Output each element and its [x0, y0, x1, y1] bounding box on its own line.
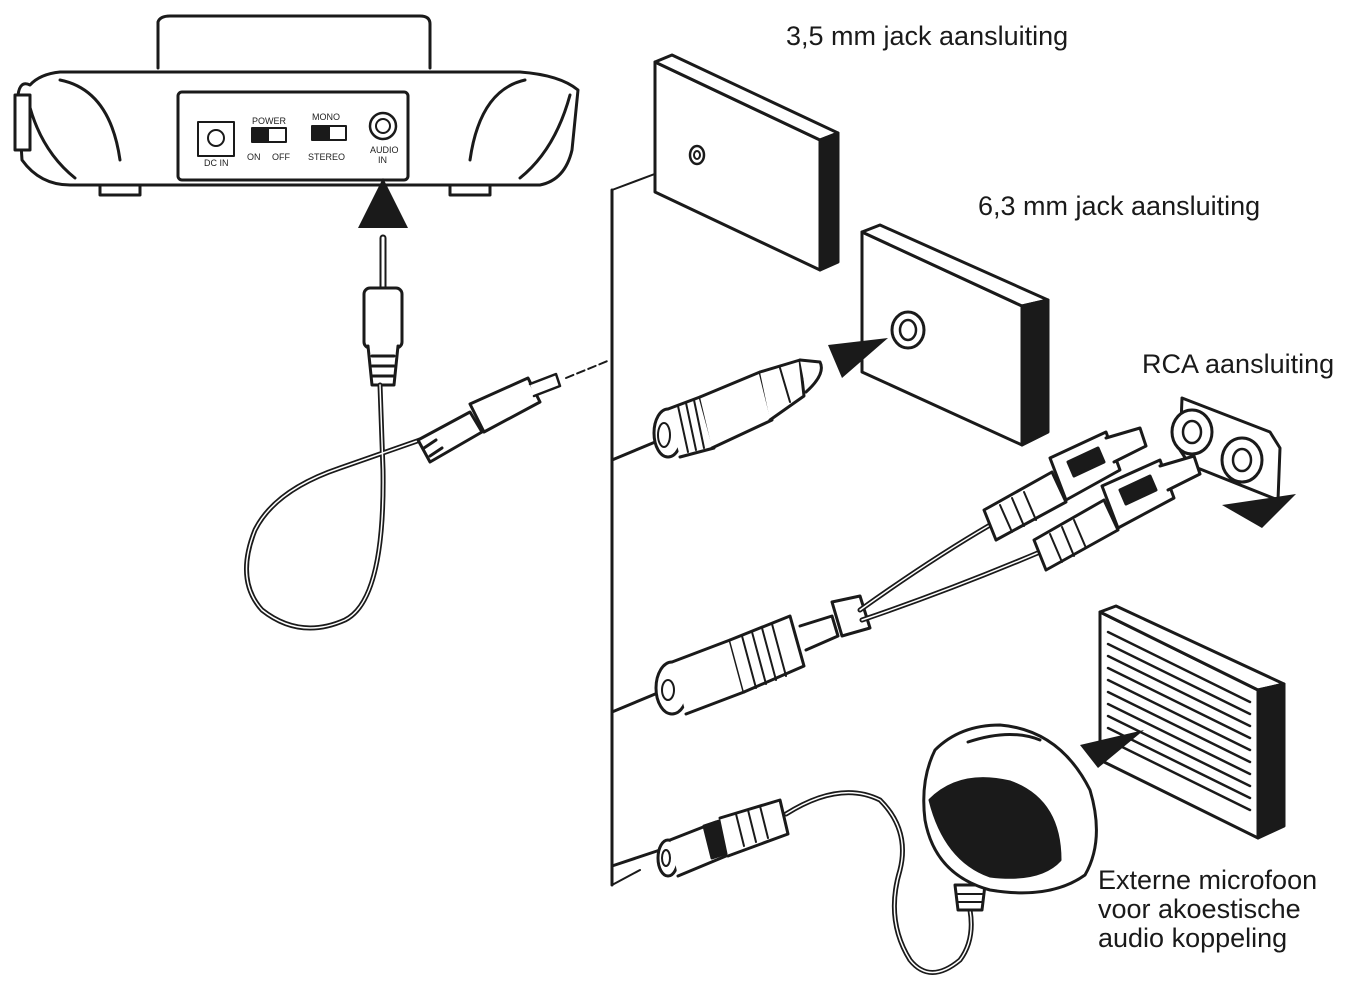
- jack-63mm-plug: [610, 358, 823, 462]
- power-off-label: OFF: [272, 152, 290, 162]
- mono-label: MONO: [312, 112, 340, 122]
- stereo-label: STEREO: [308, 152, 345, 162]
- label-mic-line3: audio koppeling: [1098, 923, 1288, 953]
- label-rca: RCA aansluiting: [1142, 349, 1335, 379]
- jack-35mm-plug: [244, 234, 611, 631]
- label-mic-line2: voor akoestische: [1098, 894, 1301, 924]
- socket-35mm: [653, 53, 840, 272]
- power-on-label: ON: [247, 152, 261, 162]
- external-microphone: [610, 723, 1098, 975]
- label-mic-line1: Externe microfoon: [1098, 865, 1318, 895]
- audio-in-label-1: AUDIO: [370, 145, 399, 155]
- dc-in-label: DC IN: [204, 158, 229, 168]
- label-jack-63mm: 6,3 mm jack aansluiting: [978, 191, 1261, 221]
- audio-in-label-2: IN: [378, 155, 387, 165]
- power-label: POWER: [252, 116, 287, 126]
- wall-panel: [610, 171, 661, 887]
- label-jack-35mm: 3,5 mm jack aansluiting: [786, 21, 1069, 51]
- socket-63mm: [828, 223, 1050, 447]
- socket-rca: [1170, 396, 1296, 528]
- base-station: [13, 14, 580, 228]
- rca-y-cable: [610, 426, 1202, 716]
- speaker-grille: [1080, 604, 1286, 840]
